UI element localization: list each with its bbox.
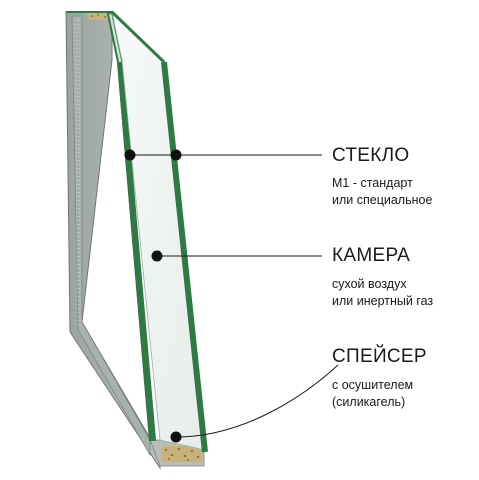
spacer-title: СПЕЙСЕР [332,346,427,367]
spacer-subtitle-1: с осушителем [332,378,414,392]
glass-subtitle-1: М1 - стандарт [332,176,413,190]
chamber-subtitle-1: сухой воздух [332,277,407,291]
glass-subtitle-2: или специальное [332,193,433,207]
spacer-marker-dot [170,431,182,443]
leader-spacer [175,364,339,438]
front-pane-edge [161,61,208,453]
desiccant-granules-top [91,14,106,18]
chamber-subtitle-2: или инертный газ [332,294,434,308]
chamber-title: КАМЕРА [332,245,411,266]
front-pane-top-edge [110,10,166,64]
middle-pane-edge [117,61,155,441]
glass-marker-dot-1 [124,149,136,161]
desiccant-top [88,12,110,20]
glass-title: СТЕКЛО [332,145,410,166]
glass-marker-dot-2 [170,149,182,161]
spacer-perforation [75,19,81,326]
front-pane-face [111,10,206,451]
spacer-subtitle-2: (силикагель) [332,395,406,409]
chamber-marker-dot [151,250,163,262]
